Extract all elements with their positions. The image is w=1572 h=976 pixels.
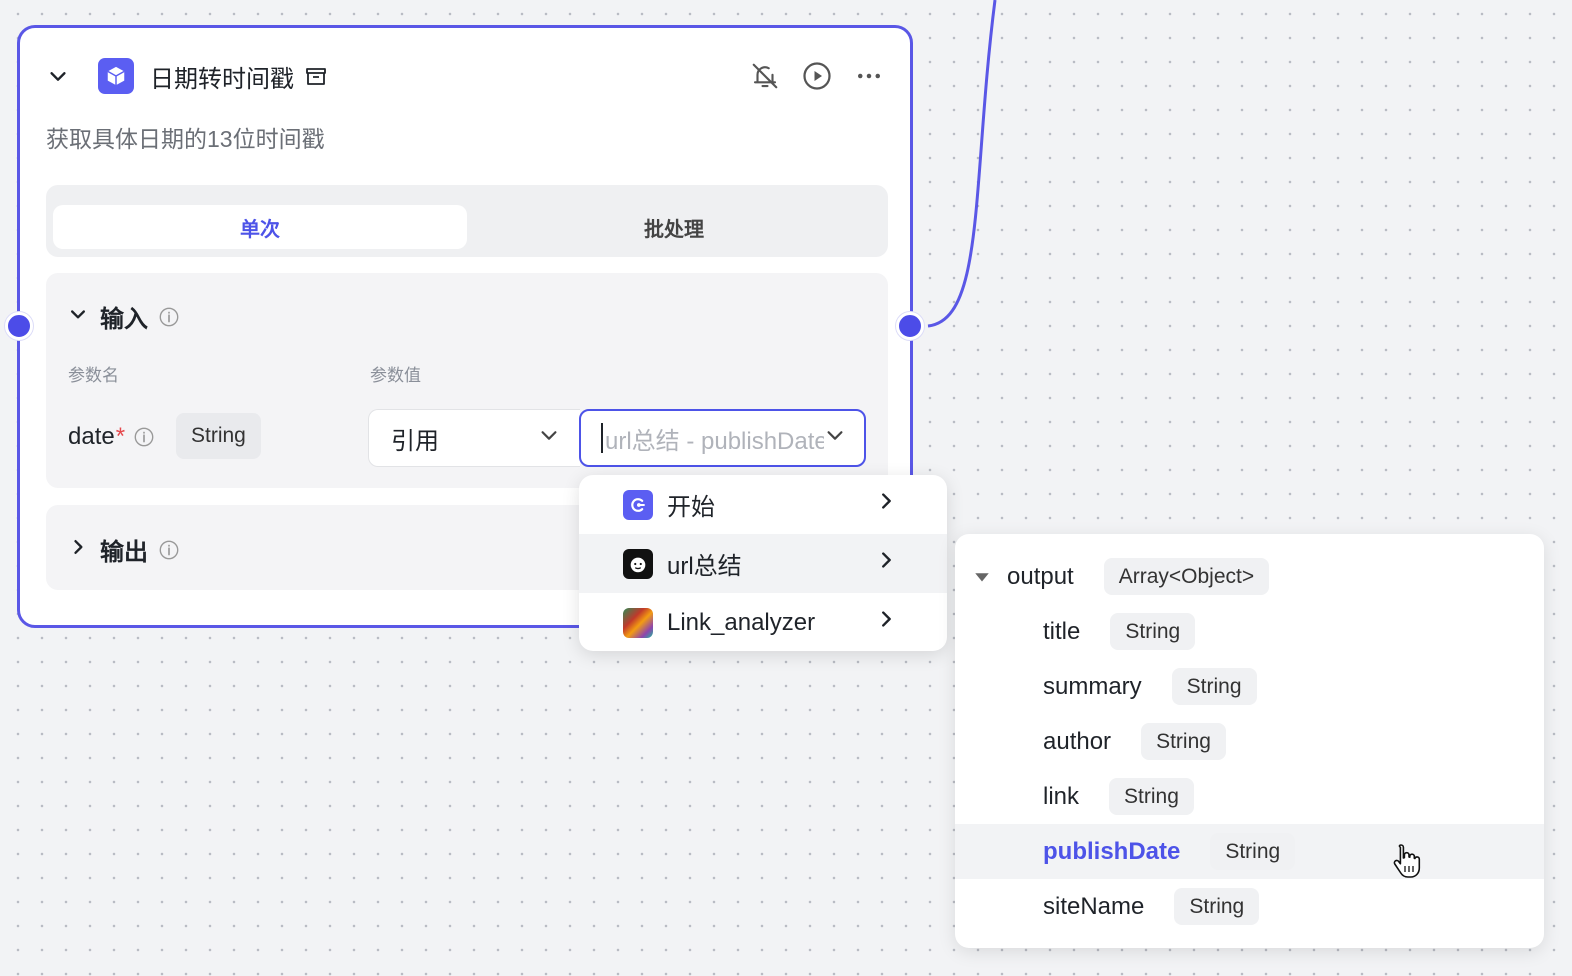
info-icon[interactable]: [158, 539, 180, 561]
menu-item-link-analyzer[interactable]: Link_analyzer: [579, 593, 947, 651]
menu-item-start[interactable]: 开始: [579, 475, 947, 534]
field-name: summary: [1043, 672, 1142, 700]
field-item-sitename[interactable]: siteName String: [955, 879, 1544, 934]
field-name: author: [1043, 727, 1112, 755]
chevron-right-icon: [875, 549, 897, 578]
field-type-badge: String: [1171, 668, 1257, 705]
field-root-output[interactable]: output Array<Object>: [955, 549, 1544, 604]
field-name: link: [1043, 782, 1080, 810]
bell-off-icon[interactable]: [750, 61, 780, 91]
required-mark: *: [115, 423, 126, 450]
hand-pointer-cursor-icon: [1393, 844, 1421, 878]
field-name: output: [1007, 562, 1074, 590]
param-type-badge: String: [176, 413, 261, 459]
info-icon[interactable]: [158, 306, 180, 328]
source-node-menu: 开始 url总结 Link_analyzer: [579, 475, 947, 651]
chevron-right-icon[interactable]: [68, 536, 88, 564]
output-port[interactable]: [896, 312, 924, 340]
output-fields-menu: output Array<Object> title String summar…: [955, 534, 1544, 948]
tab-single[interactable]: 单次: [53, 205, 467, 249]
field-type-badge: String: [1174, 888, 1260, 925]
more-icon[interactable]: [854, 61, 884, 91]
smile-face-icon: [623, 548, 653, 579]
node-description: 获取具体日期的13位时间戳: [46, 126, 325, 152]
node-title: 日期转时间戳: [150, 65, 294, 93]
output-section-header[interactable]: 输出: [68, 532, 180, 567]
store-icon: [304, 64, 328, 88]
chevron-down-icon: [824, 424, 846, 453]
source-mode-select[interactable]: 引用: [368, 409, 580, 467]
colorful-avatar-icon: [623, 607, 653, 638]
field-item-publishdate[interactable]: publishDate String: [955, 824, 1544, 879]
reference-placeholder: url总结 - publishDate: [605, 427, 824, 455]
menu-item-url-summary[interactable]: url总结: [579, 534, 947, 593]
info-icon[interactable]: [133, 426, 155, 448]
menu-item-label: url总结: [667, 553, 742, 580]
param-name-text: date: [68, 423, 115, 450]
param-name: date*: [68, 423, 155, 451]
field-name: publishDate: [1043, 837, 1181, 865]
cube-icon: [98, 58, 134, 94]
chevron-down-icon: [538, 424, 560, 453]
field-item-summary[interactable]: summary String: [955, 659, 1544, 714]
field-item-author[interactable]: author String: [955, 714, 1544, 769]
text-cursor: [601, 423, 603, 453]
menu-item-label: 开始: [667, 494, 715, 521]
run-play-icon[interactable]: [802, 61, 832, 91]
tab-batch[interactable]: 批处理: [644, 218, 704, 241]
field-name: title: [1043, 617, 1081, 645]
output-section-title: 输出: [100, 539, 148, 566]
field-type-badge: String: [1110, 613, 1196, 650]
param-value-header: 参数值: [370, 366, 421, 385]
field-type-badge: String: [1210, 833, 1296, 870]
field-type-badge: Array<Object>: [1103, 558, 1270, 595]
menu-item-label: Link_analyzer: [667, 608, 816, 636]
node-header: 日期转时间戳: [46, 54, 884, 98]
caret-down-icon[interactable]: [973, 568, 991, 586]
mode-tabs: 单次 批处理: [46, 185, 888, 257]
collapse-chevron-icon[interactable]: [46, 64, 70, 88]
input-section-title: 输入: [100, 306, 148, 333]
field-name: siteName: [1043, 892, 1145, 920]
input-section: 输入 参数名 参数值 date* String 引用 url总结 - publi…: [46, 273, 888, 488]
start-icon: [623, 489, 653, 520]
field-type-badge: String: [1109, 778, 1194, 815]
param-name-header: 参数名: [68, 366, 119, 385]
reference-value-select[interactable]: url总结 - publishDate: [579, 409, 866, 467]
input-port[interactable]: [5, 312, 33, 340]
chevron-right-icon: [875, 490, 897, 519]
collapse-chevron-icon[interactable]: [68, 303, 88, 331]
input-section-header[interactable]: 输入: [68, 299, 180, 334]
field-item-link[interactable]: link String: [955, 769, 1544, 824]
field-item-title[interactable]: title String: [955, 604, 1544, 659]
chevron-right-icon: [875, 608, 897, 637]
field-type-badge: String: [1141, 723, 1226, 760]
source-mode-value: 引用: [391, 427, 439, 455]
